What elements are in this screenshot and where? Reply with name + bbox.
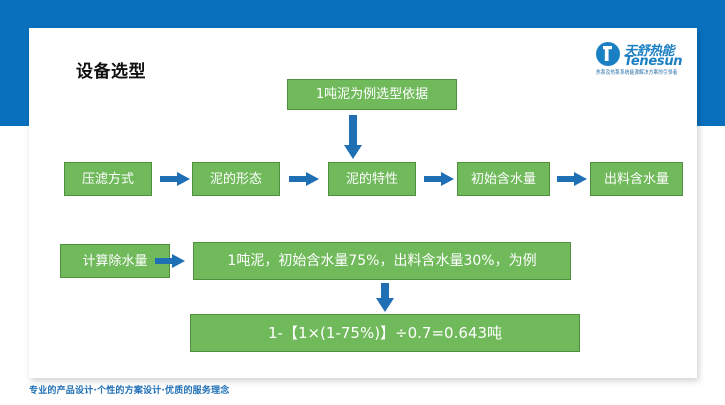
arrow-head bbox=[441, 172, 454, 186]
arrow-right-icon-2 bbox=[289, 172, 319, 186]
flow-box-top-note: 1吨泥为例选型依据 bbox=[287, 79, 457, 110]
page-title: 设备选型 bbox=[76, 62, 146, 82]
flow-box-result-formula: 1-【1×(1-75%)】÷0.7=0.643吨 bbox=[190, 314, 580, 352]
arrow-down-icon-to-mud-property bbox=[344, 115, 362, 161]
flow-box-filter-method: 压滤方式 bbox=[64, 162, 152, 196]
arrow-shaft bbox=[160, 176, 179, 182]
company-logo: 天舒热能 Tenesun 热泵及热泵系统能源解决方案的引领者 bbox=[596, 40, 700, 80]
arrow-shaft bbox=[381, 283, 389, 301]
arrow-right-icon-3 bbox=[424, 172, 454, 186]
flow-box-mud-form: 泥的形态 bbox=[192, 162, 280, 196]
flow-box-calc-water-removal: 计算除水量 bbox=[60, 244, 170, 278]
flow-box-mud-property: 泥的特性 bbox=[328, 162, 416, 196]
blue-left-block-decoration bbox=[0, 28, 29, 126]
logo-tagline: 热泵及热泵系统能源解决方案的引领者 bbox=[596, 70, 678, 77]
logo-english-name: Tenesun bbox=[624, 54, 683, 69]
arrow-shaft bbox=[557, 176, 576, 182]
arrow-down-icon-to-result bbox=[376, 283, 394, 313]
blue-right-block-decoration bbox=[697, 28, 725, 126]
blue-top-bar-decoration bbox=[0, 0, 725, 28]
flow-box-output-moisture: 出料含水量 bbox=[590, 162, 683, 196]
flow-box-example-condition: 1吨泥，初始含水量75%，出料含水量30%，为例 bbox=[193, 242, 571, 280]
logo-chinese-name: 天舒热能 bbox=[624, 44, 675, 59]
arrow-head bbox=[172, 254, 185, 268]
arrow-shaft bbox=[155, 258, 174, 264]
arrow-shaft bbox=[349, 115, 357, 148]
logo-emblem-icon bbox=[596, 42, 620, 66]
arrow-head bbox=[574, 172, 587, 186]
arrow-head bbox=[376, 298, 394, 312]
arrow-shaft bbox=[424, 176, 443, 182]
arrow-shaft bbox=[289, 176, 308, 182]
arrow-right-icon-1 bbox=[160, 172, 190, 186]
footer-slogan: 专业的产品设计·个性的方案设计·优质的服务理念 bbox=[29, 386, 230, 396]
arrow-head bbox=[344, 145, 362, 159]
arrow-head bbox=[177, 172, 190, 186]
arrow-head bbox=[306, 172, 319, 186]
flow-box-initial-moisture: 初始含水量 bbox=[457, 162, 550, 196]
arrow-right-icon-5 bbox=[155, 254, 185, 268]
arrow-right-icon-4 bbox=[557, 172, 587, 186]
